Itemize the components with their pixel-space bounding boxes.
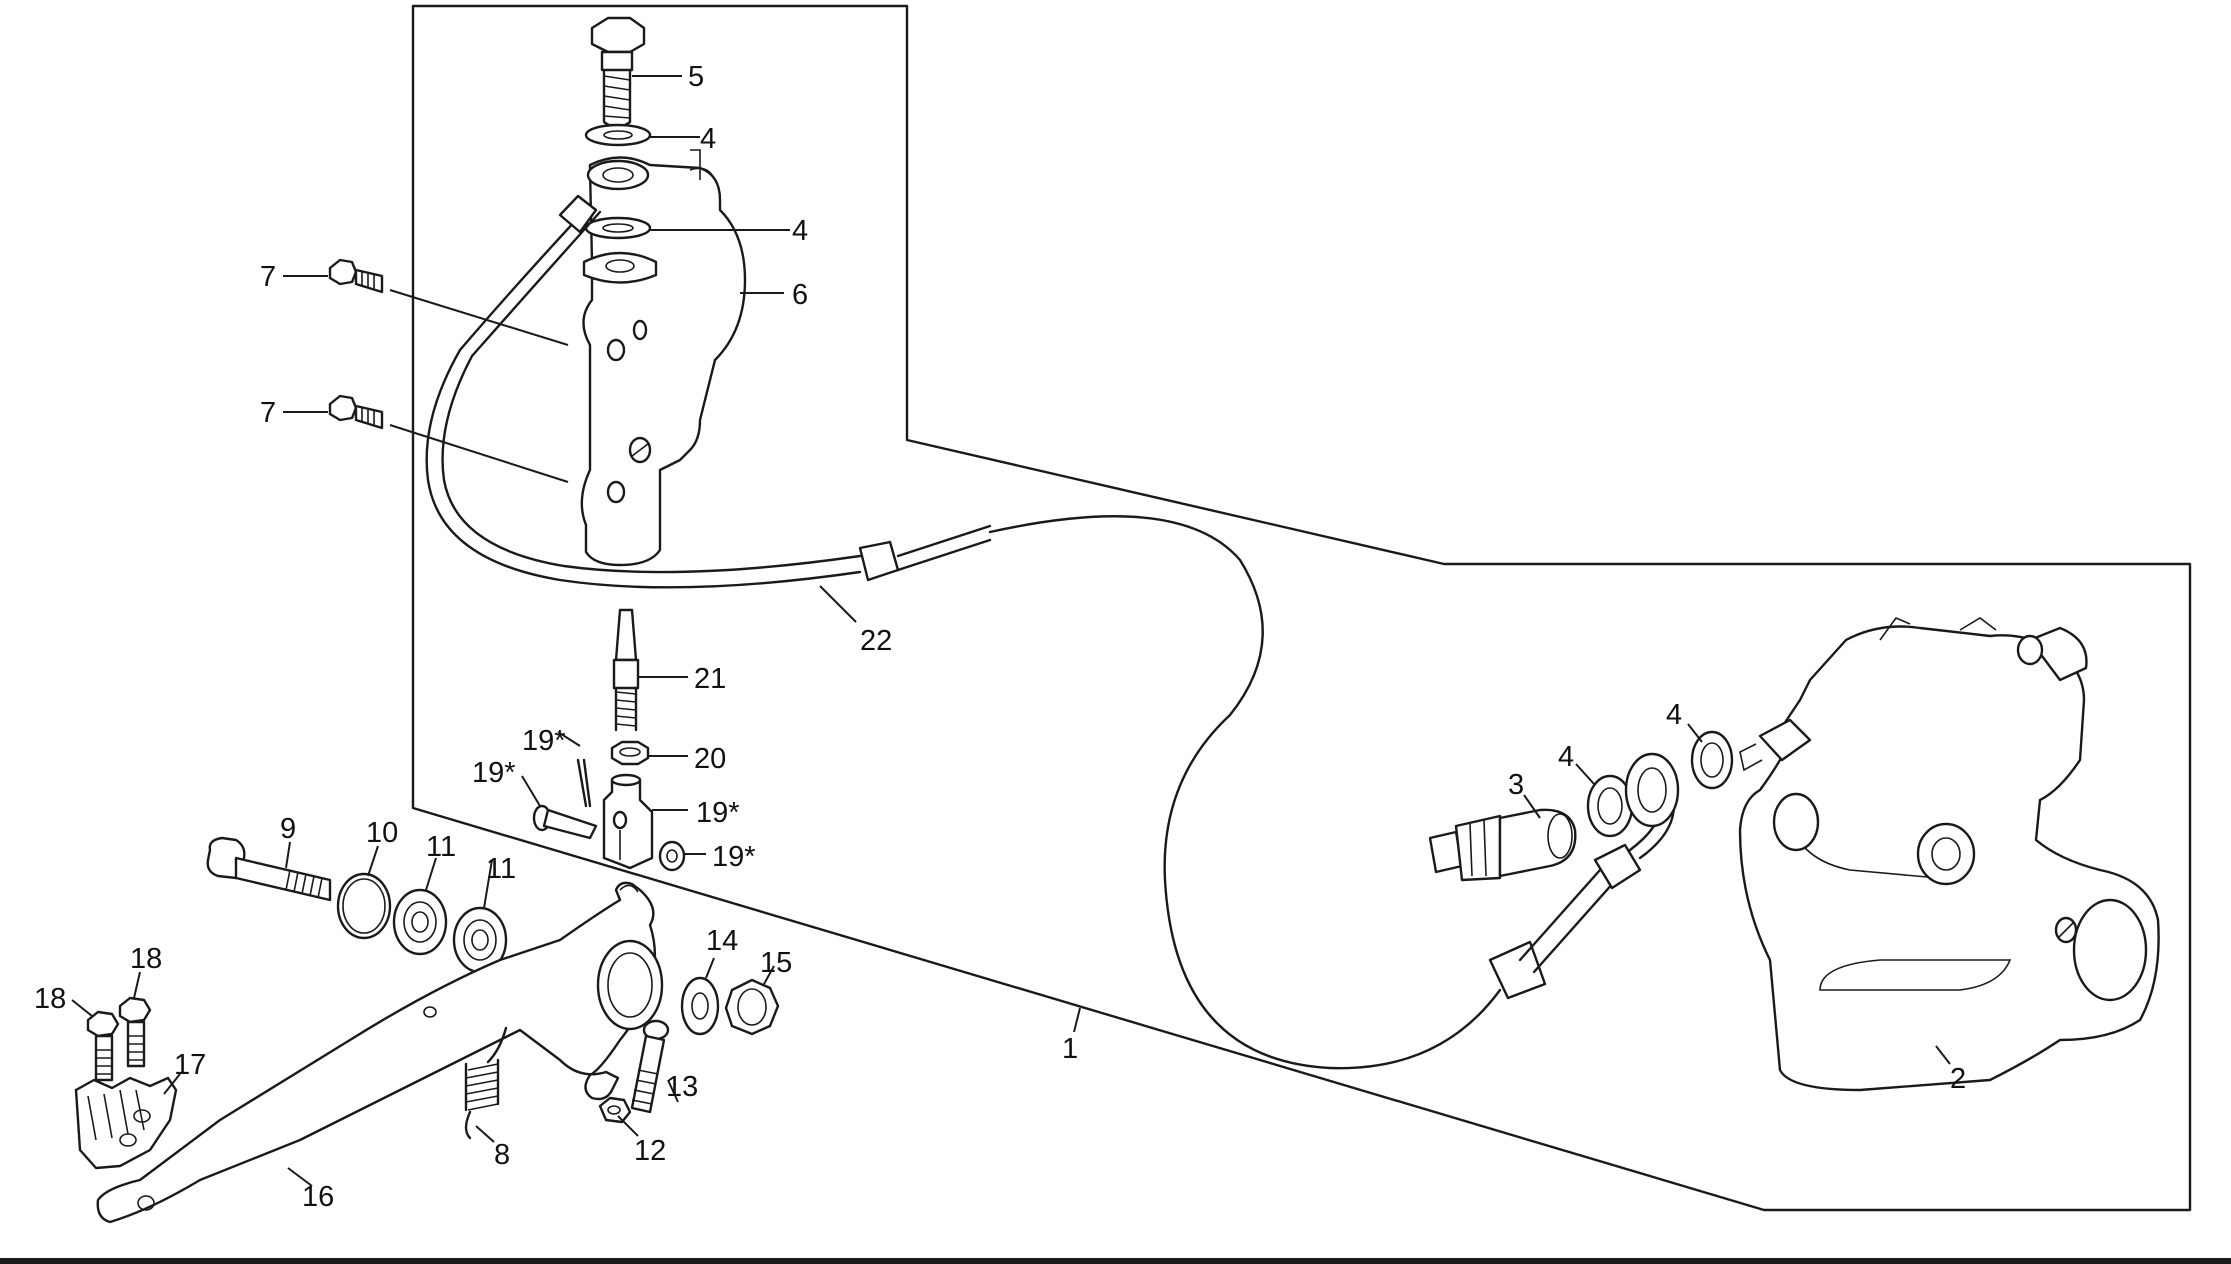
callout-19: 19* bbox=[522, 725, 566, 757]
washer-4-left bbox=[1586, 774, 1634, 838]
callout-11: 11 bbox=[426, 831, 456, 863]
callout-7: 7 bbox=[260, 397, 276, 429]
clevis-pin-19 bbox=[532, 804, 598, 840]
bolt-13 bbox=[630, 1019, 670, 1114]
push-rod-21 bbox=[612, 608, 640, 732]
banjo-eye-hose bbox=[1624, 752, 1680, 828]
nut-15 bbox=[724, 978, 780, 1036]
bolt-18-left bbox=[86, 1010, 120, 1082]
callout-8: 8 bbox=[494, 1139, 510, 1171]
master-cylinder-6 bbox=[580, 149, 747, 567]
callout-13: 13 bbox=[666, 1071, 698, 1103]
callout-4: 4 bbox=[700, 123, 716, 155]
assembly-boundary bbox=[411, 4, 2192, 1212]
callout-19: 19* bbox=[472, 757, 516, 789]
callout-16: 16 bbox=[302, 1181, 334, 1213]
callout-6: 6 bbox=[792, 279, 808, 311]
nut-12 bbox=[598, 1096, 632, 1124]
circlip-10 bbox=[336, 872, 392, 940]
bottom-rule bbox=[0, 1258, 2231, 1264]
callout-2: 2 bbox=[1950, 1063, 1966, 1095]
callout-7: 7 bbox=[260, 261, 276, 293]
bleeder-banjo-3 bbox=[1428, 808, 1577, 882]
callout-1: 1 bbox=[1062, 1033, 1078, 1065]
callout-19: 19* bbox=[712, 841, 756, 873]
callout-14: 14 bbox=[706, 925, 738, 957]
callout-15: 15 bbox=[760, 947, 792, 979]
caliper-2 bbox=[1738, 617, 2160, 1092]
callout-18: 18 bbox=[34, 983, 66, 1015]
nut-20 bbox=[610, 740, 650, 766]
callout-12: 12 bbox=[634, 1135, 666, 1167]
callout-19: 19* bbox=[696, 797, 740, 829]
washer-4-top bbox=[584, 123, 652, 147]
screw-7-lower bbox=[328, 394, 384, 430]
washer-19 bbox=[658, 840, 686, 872]
bolt-18-right bbox=[118, 996, 152, 1068]
pedal-tip-17 bbox=[74, 1076, 178, 1170]
brake-pedal-16 bbox=[96, 881, 664, 1224]
callout-22: 22 bbox=[860, 625, 892, 657]
spring-8 bbox=[464, 1026, 508, 1140]
callout-17: 17 bbox=[174, 1049, 206, 1081]
callout-9: 9 bbox=[280, 813, 296, 845]
leader-lines bbox=[71, 75, 1951, 1187]
cotter-pin-19 bbox=[576, 758, 592, 808]
callout-4: 4 bbox=[792, 215, 808, 247]
washer-4-right bbox=[1690, 730, 1734, 790]
callout-5: 5 bbox=[688, 61, 704, 93]
callout-18: 18 bbox=[130, 943, 162, 975]
brake-hose-1 bbox=[988, 515, 1676, 1070]
callout-21: 21 bbox=[694, 663, 726, 695]
callout-4: 4 bbox=[1666, 699, 1682, 731]
screw-7-upper bbox=[328, 258, 384, 294]
callout-20: 20 bbox=[694, 743, 726, 775]
banjo-bolt-5 bbox=[590, 16, 646, 129]
callout-11: 11 bbox=[486, 853, 516, 885]
bolt-9 bbox=[206, 836, 332, 902]
callout-10: 10 bbox=[366, 817, 398, 849]
callout-3: 3 bbox=[1508, 769, 1524, 801]
washer-14 bbox=[680, 976, 720, 1036]
clevis-19 bbox=[602, 773, 654, 870]
callout-4: 4 bbox=[1558, 741, 1574, 773]
bearing-11-left bbox=[392, 888, 448, 956]
brake-hose-22 bbox=[425, 194, 992, 589]
